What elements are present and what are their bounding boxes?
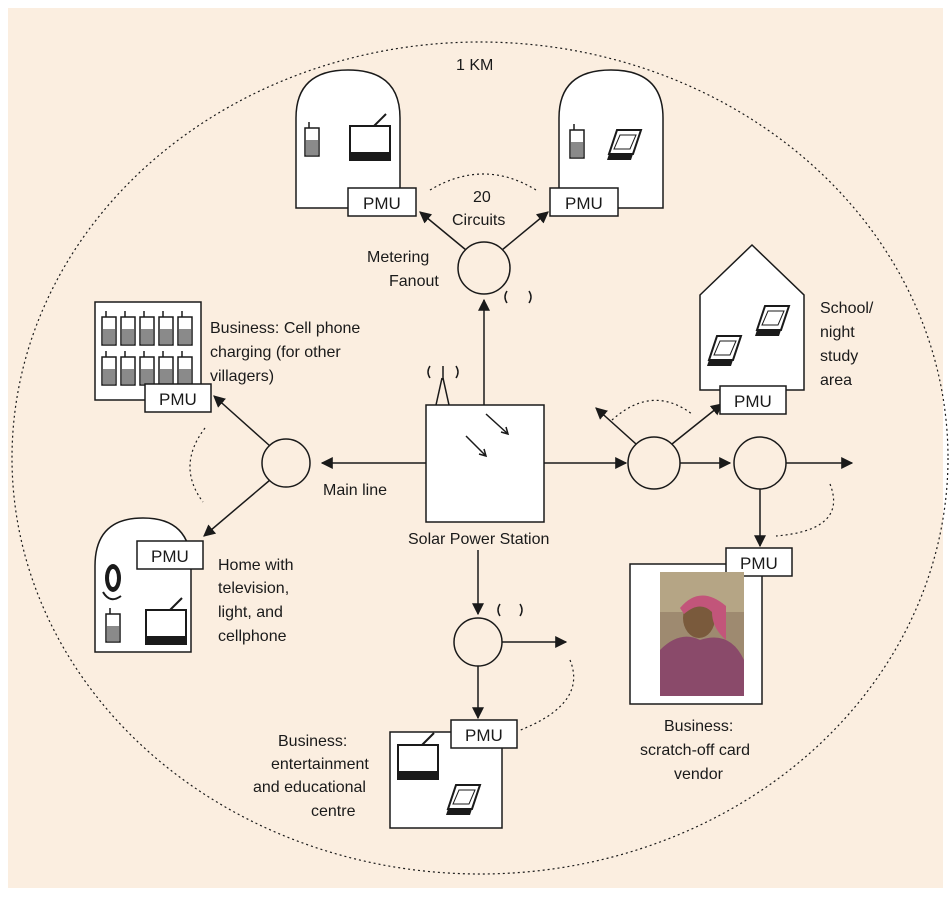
line-to-house-1 xyxy=(419,211,467,251)
svg-text:Metering: Metering xyxy=(367,249,429,266)
svg-text:villagers): villagers) xyxy=(210,368,274,385)
svg-text:Business: Cell phone: Business: Cell phone xyxy=(210,320,360,337)
svg-text:Business:: Business: xyxy=(664,718,733,735)
pmu-box xyxy=(450,719,518,749)
pmu-label: PMU xyxy=(363,194,401,213)
pmu-label: PMU xyxy=(740,554,778,573)
left-node-arc xyxy=(189,427,206,503)
pmu-box xyxy=(144,383,212,413)
svg-text:and educational: and educational xyxy=(253,779,366,796)
svg-text:scratch-off card: scratch-off card xyxy=(640,742,750,759)
line-to-house-2 xyxy=(501,211,549,251)
station-label: Solar Power Station xyxy=(408,531,549,548)
svg-text:Circuits: Circuits xyxy=(452,212,505,229)
svg-text:Fanout: Fanout xyxy=(389,273,439,290)
svg-text:night: night xyxy=(820,324,855,341)
svg-text:charging (for other: charging (for other xyxy=(210,344,341,361)
school-label: School/ night study area xyxy=(820,300,874,389)
circuits-label: 20 Circuits xyxy=(452,189,505,229)
lower-node-arc xyxy=(517,659,575,732)
pmu-box xyxy=(347,187,417,217)
pmu-box xyxy=(549,187,619,217)
boundary-circle xyxy=(11,41,949,875)
metering-node xyxy=(457,241,511,295)
left-node xyxy=(261,438,311,488)
svg-text:light, and: light, and xyxy=(218,604,283,621)
main-line-label: Main line xyxy=(323,482,387,499)
line-upper-left-outlet xyxy=(595,407,637,445)
svg-text:study: study xyxy=(820,348,858,365)
svg-text:vendor: vendor xyxy=(674,766,724,783)
svg-text:area: area xyxy=(820,372,852,389)
home-label: Home with television, light, and cellpho… xyxy=(218,557,294,645)
svg-text:School/: School/ xyxy=(820,300,874,317)
house-2 xyxy=(558,69,664,209)
line-to-cellphone-business xyxy=(213,395,271,447)
line-to-school xyxy=(671,403,723,445)
station-antenna-icon xyxy=(427,365,459,406)
line-to-home xyxy=(203,479,271,537)
vendor-photo xyxy=(660,572,744,696)
metering-label: Metering Fanout xyxy=(367,249,439,290)
svg-text:Home with: Home with xyxy=(218,557,294,574)
pmu-label: PMU xyxy=(465,726,503,745)
distance-label: 1 KM xyxy=(456,57,493,74)
lower-node-signal-icon xyxy=(497,603,523,617)
pmu-label: PMU xyxy=(159,390,197,409)
vendor-label: Business: scratch-off card vendor xyxy=(640,718,750,783)
entertainment-label: Business: entertainment and educational … xyxy=(253,733,369,820)
svg-text:cellphone: cellphone xyxy=(218,628,287,645)
pmu-label: PMU xyxy=(565,194,603,213)
light-icon xyxy=(102,564,122,601)
metering-signal-icon xyxy=(504,290,532,304)
solar-power-station xyxy=(425,404,545,523)
house-1 xyxy=(295,69,401,209)
svg-text:Business:: Business: xyxy=(278,733,347,750)
cellphone-business-label: Business: Cell phone charging (for other… xyxy=(210,320,360,385)
svg-text:centre: centre xyxy=(311,803,356,820)
svg-text:television,: television, xyxy=(218,580,289,597)
pmu-box xyxy=(136,540,204,570)
pmu-box xyxy=(719,385,787,415)
right-node-arc xyxy=(611,399,693,421)
pmu-box xyxy=(725,547,793,577)
solar-icon xyxy=(465,413,510,458)
svg-text:20: 20 xyxy=(473,189,491,206)
circuits-arc xyxy=(429,173,537,191)
pmu-label: PMU xyxy=(151,547,189,566)
pmu-label: PMU xyxy=(734,392,772,411)
svg-text:entertainment: entertainment xyxy=(271,756,369,773)
